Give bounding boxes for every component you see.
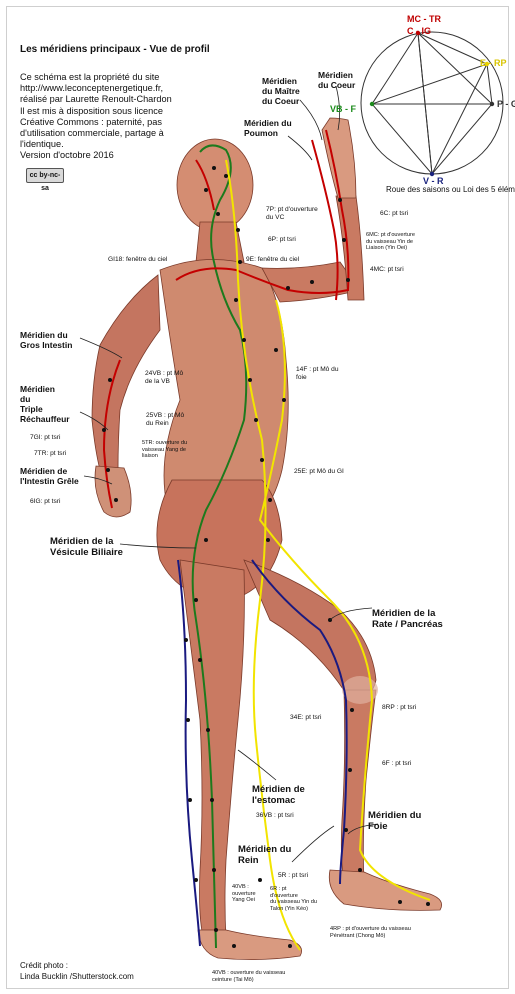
info-line: l'identique. <box>20 139 172 150</box>
info-line: réalisé par Laurette Renoult-Chardon <box>20 94 172 105</box>
point-40vb: 40VB : ouverture Yang Oei <box>232 884 256 904</box>
label-gros-intestin: Méridien du Gros Intestin <box>20 330 72 350</box>
point-6r: 6R : pt d'ouverture du vaisseau Yin du T… <box>270 886 317 912</box>
point-5r: 5R : pt tsri <box>278 872 308 880</box>
point-6c: 6C: pt tsri <box>380 210 408 218</box>
label-estomac: Méridien de l'estomac <box>252 784 305 806</box>
label-rein: Méridien du Rein <box>238 844 291 866</box>
point-6ig: 6IG: pt tsri <box>30 498 60 506</box>
point-8rp: 8RP : pt tsri <box>382 704 416 712</box>
point-7p: 7P: pt d'ouverture du VC <box>266 206 318 222</box>
point-4mc: 4MC: pt tsri <box>370 266 404 274</box>
point-9e: 9E: fenêtre du ciel <box>246 256 299 264</box>
info-line: http://www.leconceptenergetique.fr, <box>20 83 172 94</box>
info-line: Créative Commons : paternité, pas <box>20 117 172 128</box>
point-6mc: 6MC: pt d'ouverture du vaisseau Yin de L… <box>366 232 415 252</box>
point-25vb: 25VB : pt Mô du Rein <box>146 412 184 428</box>
info-line: Ce schéma est la propriété du site <box>20 72 172 83</box>
label-foie: Méridien du Foie <box>368 810 421 832</box>
label-coeur: Méridien du Coeur <box>318 70 355 90</box>
wheel-label-c-ig: C - IG <box>407 26 431 36</box>
label-maitre-coeur: Méridien du Maître du Coeur <box>262 76 300 106</box>
point-14f: 14F : pt Mô du foie <box>296 366 339 382</box>
label-vesicule-biliaire: Méridien de la Vésicule Biliaire <box>50 536 123 558</box>
label-poumon: Méridien du Poumon <box>244 118 292 138</box>
info-line: Il est mis à disposition sous licence <box>20 106 172 117</box>
label-triple-rechauffeur: Méridien du Triple Réchauffeur <box>20 384 70 424</box>
photo-credit: Crédit photo : Linda Bucklin /Shuttersto… <box>20 960 134 982</box>
label-intestin-grele: Méridien de l'Intestin Grêle <box>20 466 79 486</box>
wheel-label-vb-f: VB - F <box>330 104 356 114</box>
five-elements-wheel <box>361 31 503 176</box>
point-40vb-tai-mo: 40VB : ouverture du vaisseau ceinture (T… <box>212 970 285 983</box>
wheel-label-p-gi: P - GI <box>497 99 515 109</box>
page-title: Les méridiens principaux - Vue de profil <box>20 44 210 55</box>
point-6p: 6P: pt tsri <box>268 236 296 244</box>
cc-license-badge: cc by-nc-sa <box>26 168 64 183</box>
info-line: d'utilisation commerciale, partage à <box>20 128 172 139</box>
license-info: Ce schéma est la propriété du site http:… <box>20 72 172 162</box>
point-7gi: 7GI: pt tsri <box>30 434 60 442</box>
point-6f: 6F : pt tsri <box>382 760 411 768</box>
wheel-caption: Roue des saisons ou Loi des 5 éléments <box>386 186 515 194</box>
point-4rp: 4RP : pt d'ouverture du vaisseau Pénétra… <box>330 926 411 939</box>
point-36vb: 36VB : pt tsri <box>256 812 294 820</box>
point-7tr: 7TR: pt tsri <box>34 450 66 458</box>
point-34e: 34E: pt tsri <box>290 714 322 722</box>
point-24vb: 24VB : pt Mô de la VB <box>145 370 183 386</box>
point-5tr: 5TR: ouverture du vaisseau Yang de liais… <box>142 440 187 460</box>
wheel-label-e-rp: E - RP <box>480 58 507 68</box>
point-25e: 25E: pt Mô du GI <box>294 468 344 476</box>
label-rate-pancreas: Méridien de la Rate / Pancréas <box>372 608 443 630</box>
wheel-label-mc-tr: MC - TR <box>407 14 441 24</box>
info-line: Version d'octobre 2016 <box>20 150 172 161</box>
point-gi18: GI18: fenêtre du ciel <box>108 256 167 264</box>
